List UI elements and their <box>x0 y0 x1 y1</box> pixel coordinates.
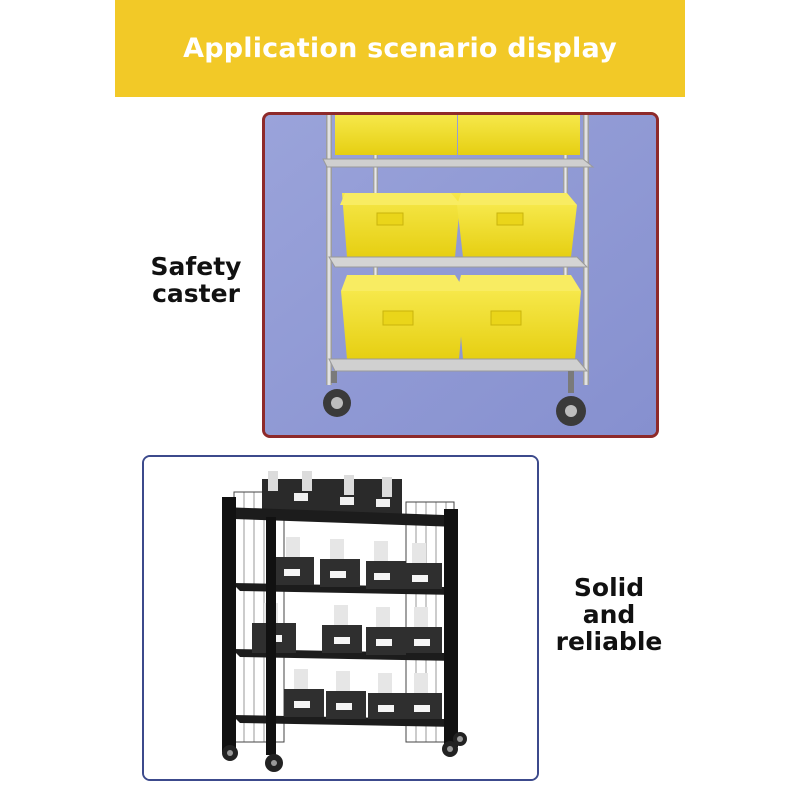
feature-line: Solid <box>573 573 645 602</box>
feature-line: caster <box>152 279 240 308</box>
feature-safety-caster: Safety caster <box>140 253 252 307</box>
rack-photo-frame <box>142 455 539 781</box>
chrome-cart-photo <box>265 115 656 435</box>
page-title: Application scenario display <box>183 33 617 64</box>
feature-line: reliable <box>555 627 663 656</box>
cart-photo-frame <box>262 112 659 438</box>
header-banner: Application scenario display <box>115 0 685 97</box>
black-rack-photo <box>144 457 537 779</box>
feature-solid-reliable: Solid and reliable <box>548 574 670 655</box>
feature-line: Safety <box>150 252 242 281</box>
feature-line: and <box>582 600 636 629</box>
